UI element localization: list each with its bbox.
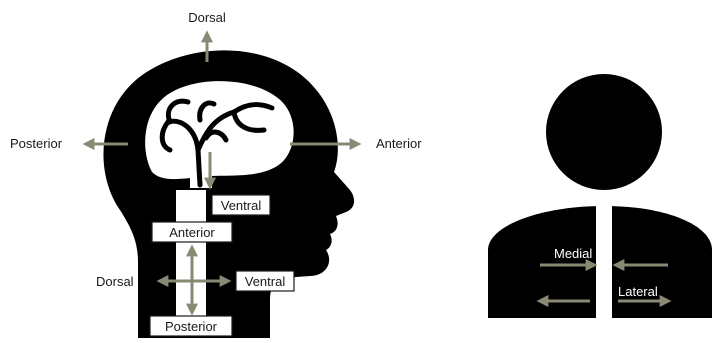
label-ventral-brain: Ventral bbox=[221, 198, 262, 213]
label-anterior-brain: Anterior bbox=[376, 136, 422, 151]
label-posterior-spine: Posterior bbox=[165, 319, 218, 334]
label-anterior-spine: Anterior bbox=[169, 225, 215, 240]
midline bbox=[596, 206, 612, 318]
label-dorsal-brain: Dorsal bbox=[188, 10, 226, 25]
person-head bbox=[546, 74, 662, 190]
person-silhouette bbox=[488, 74, 712, 318]
label-posterior-brain: Posterior bbox=[10, 136, 63, 151]
label-lateral: Lateral bbox=[618, 284, 658, 299]
label-medial: Medial bbox=[554, 246, 592, 261]
label-dorsal-spine: Dorsal bbox=[96, 274, 134, 289]
label-ventral-spine: Ventral bbox=[245, 274, 286, 289]
head-silhouette bbox=[103, 50, 354, 338]
